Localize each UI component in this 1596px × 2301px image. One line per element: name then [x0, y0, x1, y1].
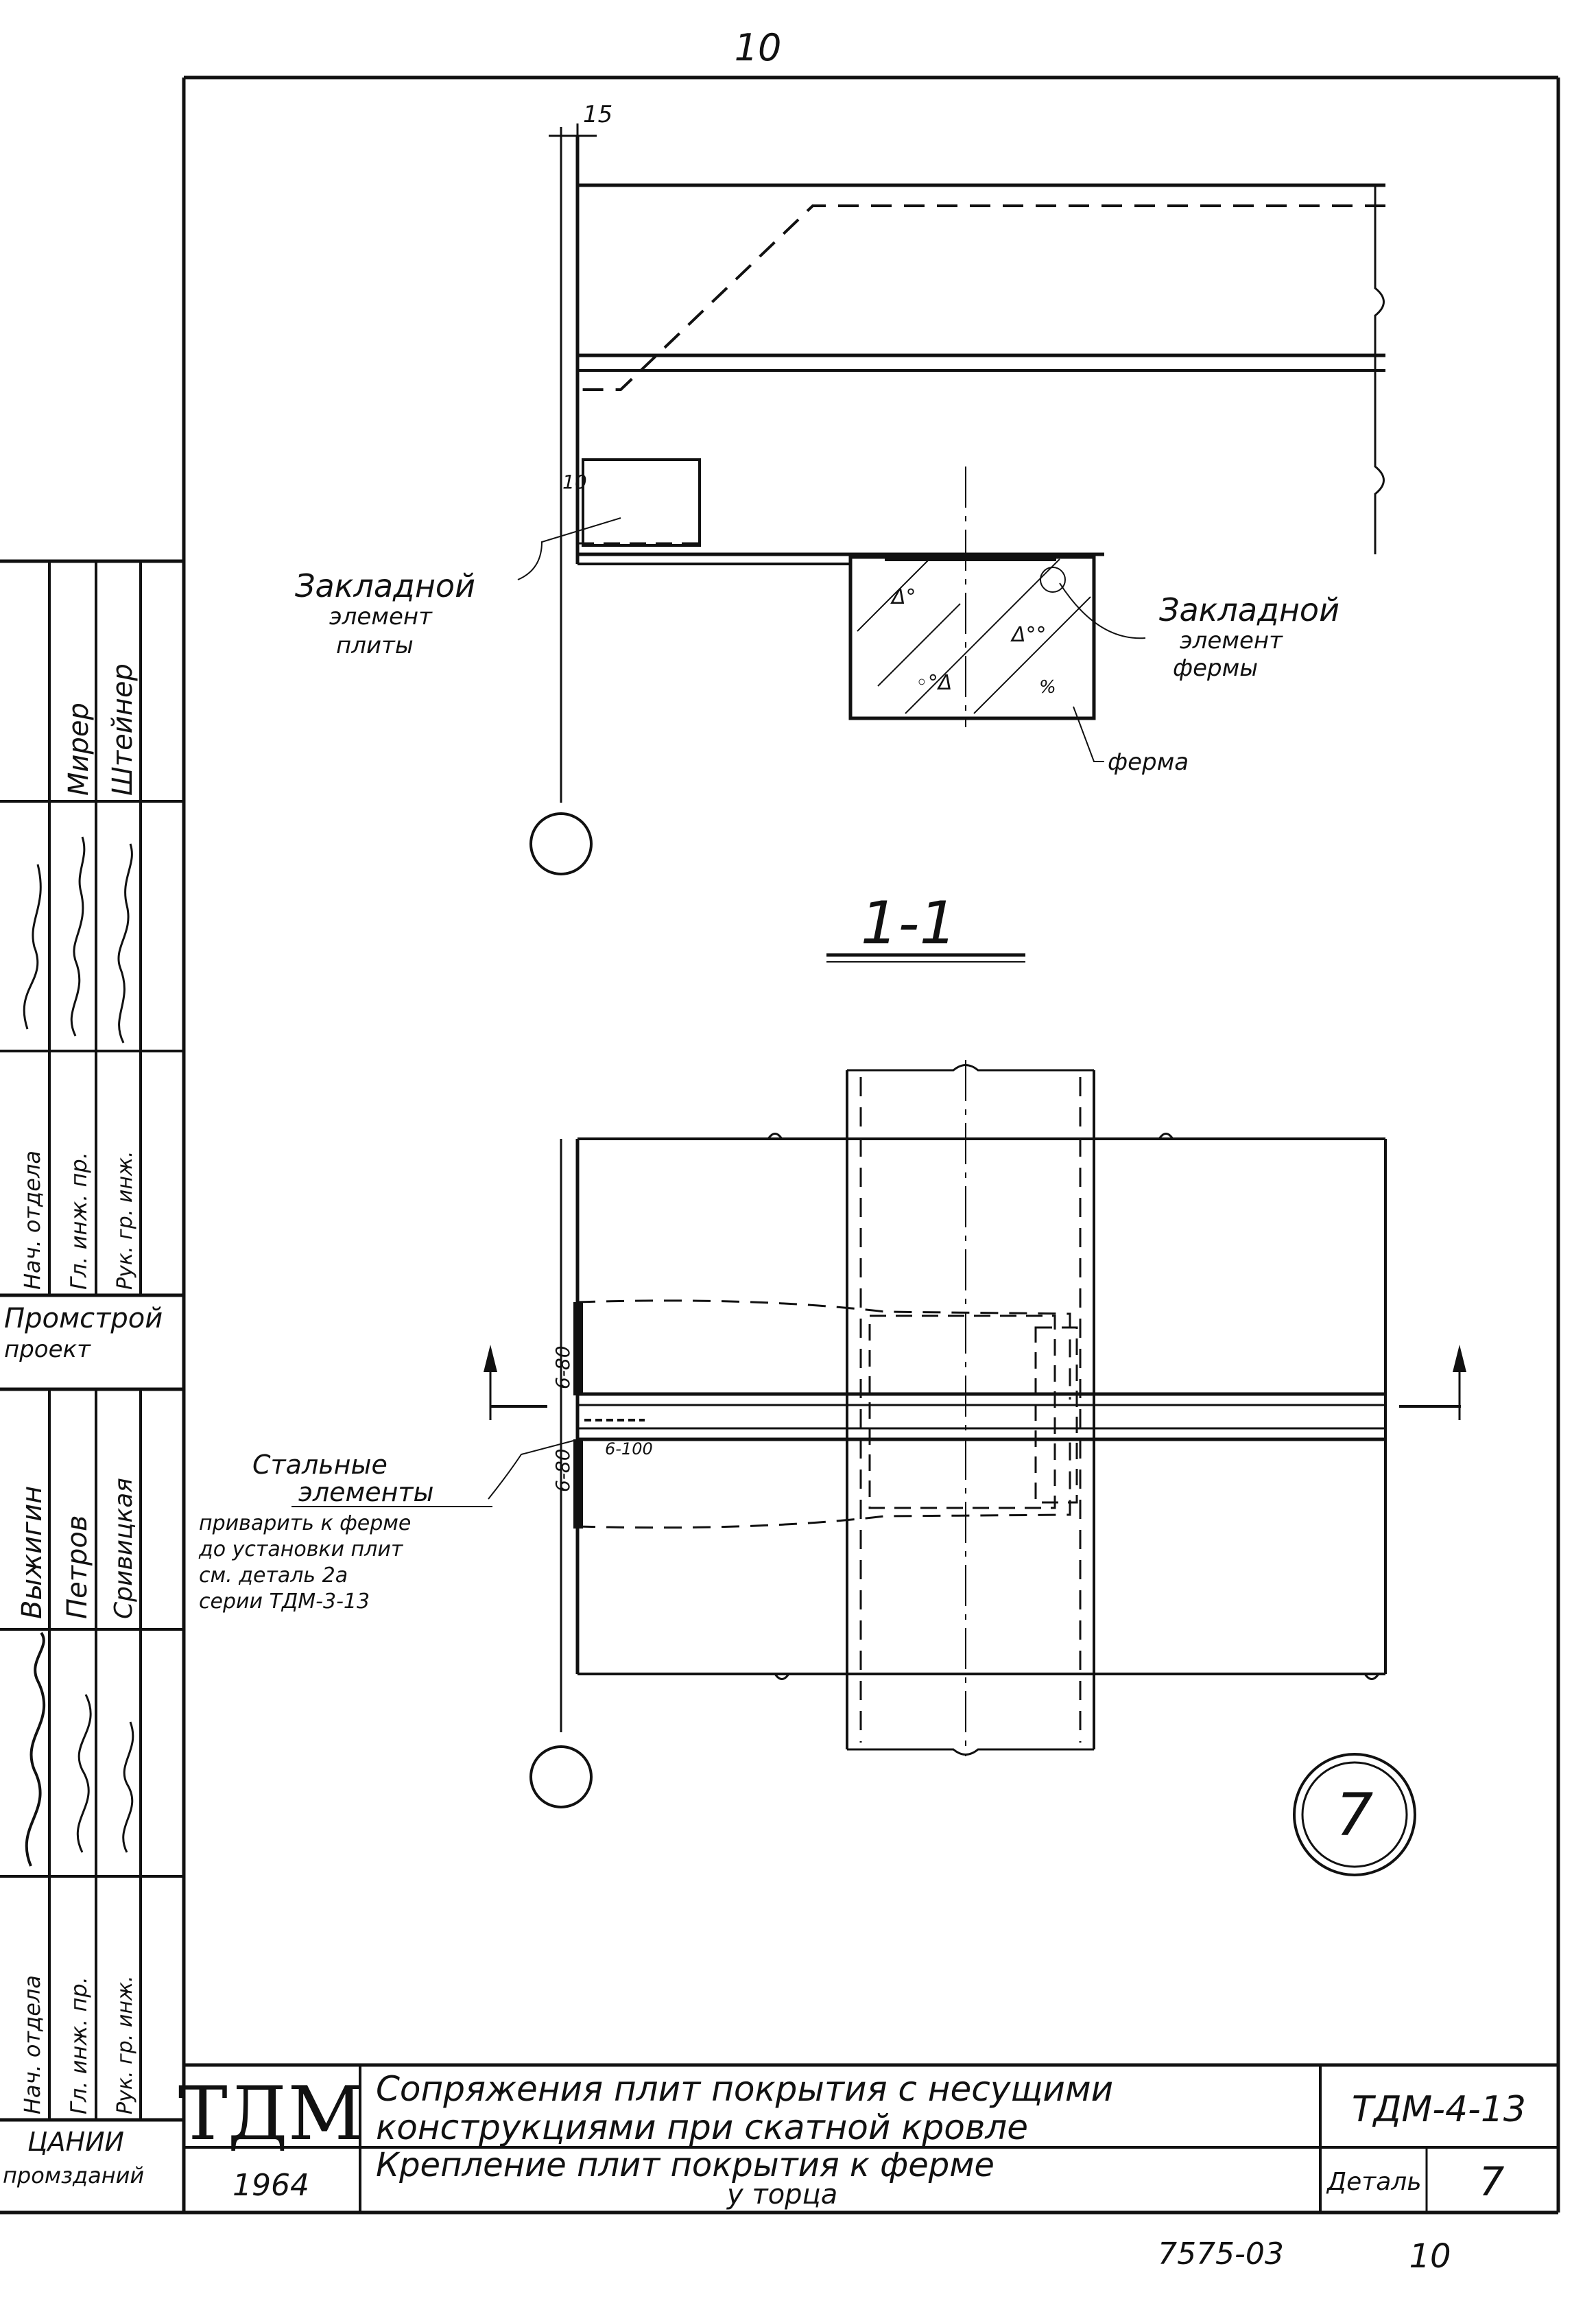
svg-text:Петров: Петров — [62, 1515, 93, 1619]
signature-marks-lower — [25, 1631, 134, 1867]
svg-text:проект: проект — [4, 1336, 91, 1363]
svg-text:элемент: элемент — [329, 603, 433, 630]
svg-text:фермы: фермы — [1173, 654, 1258, 682]
svg-text:элемент: элемент — [1180, 627, 1283, 654]
svg-text:Гл. инж. пр.: Гл. инж. пр. — [66, 1152, 92, 1290]
dimension-6-80-upper: 6-80 — [551, 1345, 574, 1389]
section-cut-right — [1399, 1345, 1466, 1420]
title-line-1: Сопряжения плит покрытия с несущими — [376, 2069, 1113, 2109]
svg-text:элементы: элементы — [298, 1477, 434, 1507]
plate-embedded-element — [582, 458, 701, 547]
upper-roles: Нач. отдела Гл. инж. пр. Рук. гр. инж. — [19, 1150, 137, 1290]
left-stamp: Нач. отдела Гл. инж. пр. Рук. гр. инж. М… — [0, 559, 184, 2188]
dimension-6-100: 6-100 — [605, 1439, 653, 1459]
detail-value: 7 — [1479, 2158, 1505, 2205]
svg-text:◦°Δ: ◦°Δ — [916, 671, 952, 695]
subtitle-line-2: у торца — [726, 2179, 837, 2210]
detail-number-marker: 7 — [1293, 1753, 1416, 1876]
drawing-frame — [0, 75, 1560, 2215]
truss-element-label: Закладной элемент фермы — [1159, 591, 1339, 682]
lower-roles: Нач. отдела Гл. инж. пр. Рук. гр. инж. — [19, 1975, 137, 2114]
title-block: ТДМ 1964 Сопряжения плит покрытия с несу… — [178, 2063, 1558, 2212]
svg-text:Закладной: Закладной — [295, 567, 475, 604]
svg-text:Нач. отдела: Нач. отдела — [19, 1975, 45, 2114]
truss-label: ферма — [1108, 748, 1189, 776]
svg-text:Гл. инж. пр.: Гл. инж. пр. — [66, 1976, 92, 2114]
bottom-code: 7575-03 — [1158, 2237, 1284, 2272]
section-cut-left — [484, 1345, 547, 1420]
svg-text:Стальные: Стальные — [252, 1450, 388, 1480]
svg-text:приварить к ферме: приварить к ферме — [199, 1511, 411, 1535]
svg-text:ЦАНИИ: ЦАНИИ — [27, 2127, 124, 2157]
svg-text:7: 7 — [1336, 1781, 1374, 1850]
steel-elements-label: Стальные элементы — [252, 1450, 492, 1507]
page-number-bottom: 10 — [1409, 2237, 1451, 2276]
svg-text:Δ°: Δ° — [890, 585, 916, 609]
svg-text:1-1: 1-1 — [861, 889, 957, 958]
truss-section: Δ° Δ°° ◦°Δ % — [848, 554, 1096, 720]
svg-text:Нач. отдела: Нач. отдела — [19, 1150, 45, 1290]
dimension-10: 10 — [562, 471, 587, 493]
slab-section: 10 — [562, 136, 1385, 565]
lower-org: ЦАНИИ промзданий — [3, 2127, 144, 2188]
title-line-2: конструкциями при скатной кровле — [376, 2108, 1028, 2147]
upper-names: Мирер Штейнер — [63, 663, 139, 796]
svg-text:Штейнер: Штейнер — [107, 663, 139, 796]
detail-label: Деталь — [1326, 2168, 1422, 2196]
plan-view: 6-80 6-80 6-100 Стальные элементы привар… — [198, 1060, 1466, 1808]
section-view: 15 10 — [295, 101, 1385, 875]
year: 1964 — [233, 2168, 309, 2203]
lower-names: Выжигин Петров Сривицкая — [16, 1478, 138, 1619]
dimension-6-80-lower: 6-80 — [551, 1448, 574, 1492]
axis-marker-top — [529, 812, 593, 875]
subtitle-line-1: Крепление плит покрытия к ферме — [376, 2146, 994, 2184]
svg-text:Выжигин: Выжигин — [16, 1486, 48, 1619]
section-title: 1-1 — [826, 889, 1025, 963]
svg-text:%: % — [1039, 677, 1056, 698]
svg-text:Сривицкая: Сривицкая — [110, 1478, 138, 1619]
svg-text:см. деталь 2а: см. деталь 2а — [199, 1564, 348, 1588]
signature-marks-upper — [23, 836, 133, 1043]
svg-text:серии ТДМ-3-13: серии ТДМ-3-13 — [199, 1590, 370, 1614]
svg-text:Δ°°: Δ°° — [1010, 623, 1047, 647]
series-code: ТДМ-4-13 — [1352, 2089, 1526, 2130]
svg-text:Рук. гр. инж.: Рук. гр. инж. — [113, 1975, 137, 2114]
svg-text:Мирер: Мирер — [63, 703, 95, 796]
axis-marker-bottom — [529, 1745, 593, 1808]
logo: ТДМ — [178, 2071, 364, 2157]
svg-text:плиты: плиты — [336, 632, 414, 659]
page-number-top: 10 — [735, 26, 782, 69]
steel-elements-note: приварить к ферме до установки плит см. … — [198, 1511, 411, 1614]
svg-text:до установки плит: до установки плит — [198, 1537, 404, 1561]
svg-text:Закладной: Закладной — [1159, 591, 1339, 628]
svg-text:Промстрой: Промстрой — [4, 1303, 163, 1334]
svg-text:промзданий: промзданий — [3, 2162, 144, 2188]
dimension-15: 15 — [583, 101, 612, 128]
upper-org: Промстрой проект — [4, 1303, 163, 1363]
svg-text:Рук. гр. инж.: Рук. гр. инж. — [113, 1150, 137, 1290]
plate-element-label: Закладной элемент плиты — [295, 567, 475, 659]
